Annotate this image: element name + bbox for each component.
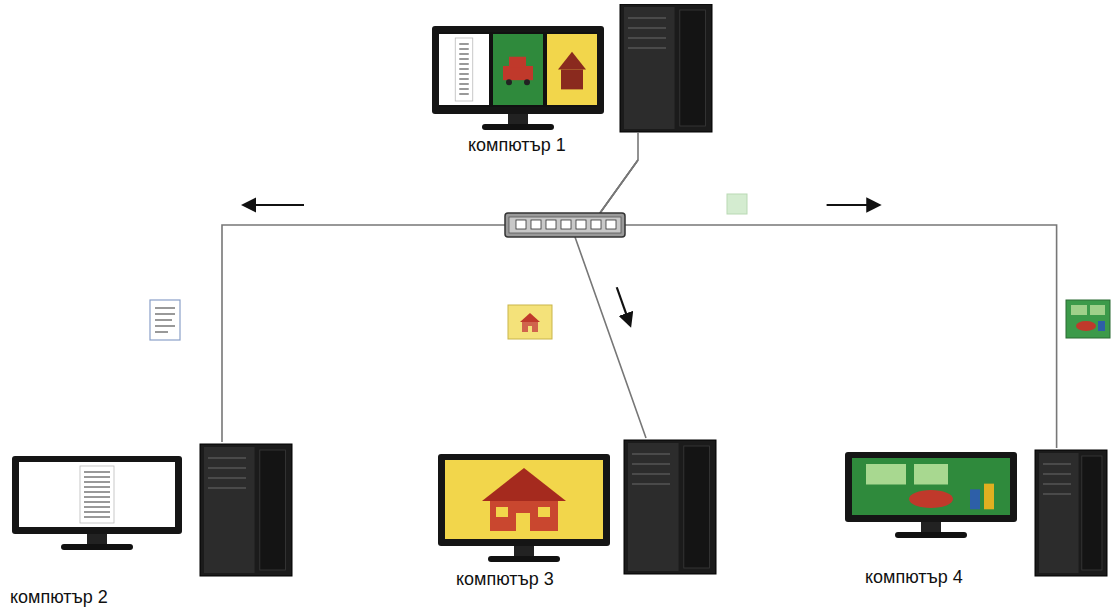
computer: компютър 3 [436, 438, 721, 591]
network-switch [505, 213, 625, 237]
spreadsheet-icon [1066, 300, 1110, 338]
computer-label: компютър 2 [10, 586, 108, 608]
computer-label: компютър 1 [468, 134, 566, 156]
network-cable [222, 160, 638, 442]
picture-icon [508, 305, 552, 339]
computer: компютър 1 [428, 4, 720, 160]
computer: компютър 4 [843, 448, 1111, 592]
computer-picture [8, 442, 298, 610]
faint-icon [727, 194, 747, 214]
computer-label: компютър 4 [865, 566, 963, 588]
computer-picture [436, 438, 721, 590]
network-cable [600, 160, 1057, 448]
computer: компютър 2 [8, 442, 298, 610]
document-icon [150, 300, 180, 340]
network-cable [575, 160, 646, 438]
computer-label: компютър 3 [456, 568, 554, 590]
